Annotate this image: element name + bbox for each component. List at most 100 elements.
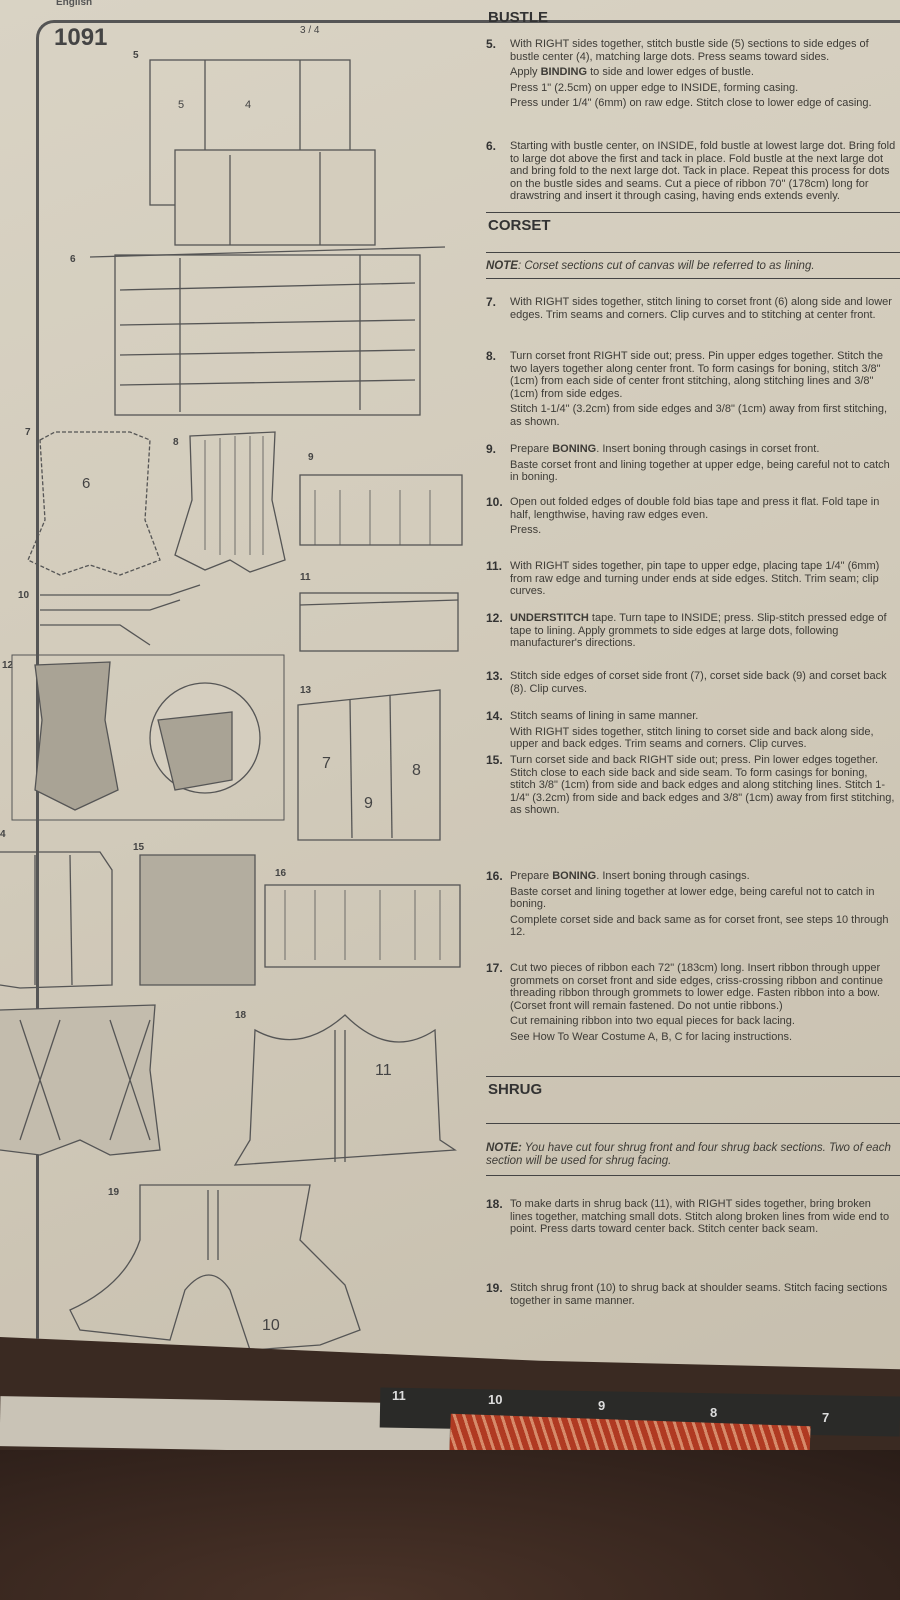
svg-text:12: 12	[2, 660, 14, 671]
step-number: 19.	[486, 1281, 503, 1295]
ruler-number: 10	[488, 1392, 503, 1407]
step-9: 9.Prepare BONING. Insert boning through …	[486, 443, 896, 487]
step-body: Starting with bustle center, on INSIDE, …	[510, 140, 896, 203]
step-paragraph: With RIGHT sides together, stitch bustle…	[510, 38, 896, 63]
lining-diagram	[0, 851, 113, 989]
step-19: 19. Stitch shrug front (10) to shrug back…	[486, 1282, 896, 1310]
background-surface	[0, 1450, 900, 1600]
svg-text:10: 10	[262, 1317, 280, 1334]
step-paragraph: Press 1" (2.5cm) on upper edge to INSIDE…	[510, 82, 896, 95]
turned-corset-diagram	[139, 854, 256, 986]
step-paragraph: Prepare BONING. Insert boning through ca…	[510, 870, 896, 883]
step-text: Stitch seams of lining in same manner.	[510, 710, 699, 722]
pattern-number: 1091	[54, 24, 108, 51]
step-text: Baste corset and lining together at lowe…	[510, 885, 875, 911]
step-text: Baste corset front and lining together a…	[510, 458, 890, 484]
divider	[486, 278, 900, 279]
step-number: 16.	[486, 869, 503, 883]
step-text: Press under 1/4" (6mm) on raw edge. Stit…	[510, 97, 872, 109]
step-16: 16. Prepare BONING. Insert boning through…	[486, 870, 896, 942]
step-body: Prepare BONING. Insert boning through ca…	[510, 443, 896, 484]
step-text: Press.	[510, 524, 542, 536]
emphasis-term: UNDERSTITCH	[510, 612, 589, 624]
ruler-number: 7	[822, 1410, 830, 1425]
svg-text:4: 4	[0, 829, 6, 840]
understitch-diagram	[34, 661, 119, 811]
bias-tape-diagram	[40, 584, 201, 646]
step-text: . Insert boning through casings in corse…	[596, 443, 820, 455]
step-number: 12.	[486, 611, 503, 625]
step-body: With RIGHT sides together, stitch lining…	[510, 296, 896, 321]
page-frame	[36, 20, 900, 1370]
step-text: Turn corset front RIGHT side out; press.…	[510, 350, 883, 400]
step-body: With RIGHT sides together, pin tape to u…	[510, 560, 896, 598]
step-paragraph: Cut remaining ribbon into two equal piec…	[510, 1015, 896, 1028]
svg-text:4: 4	[245, 99, 251, 111]
step-text: Stitch side edges of corset side front (…	[510, 670, 887, 695]
step-paragraph: Stitch side edges of corset side front (…	[510, 670, 896, 695]
svg-text:10: 10	[18, 590, 30, 601]
step-11: 11. With RIGHT sides together, pin tape t…	[486, 560, 896, 601]
step-body: Turn corset front RIGHT side out; press.…	[510, 350, 896, 428]
step-7: 7. With RIGHT sides together, stitch lini…	[486, 296, 896, 324]
step-paragraph: Turn corset front RIGHT side out; press.…	[510, 350, 896, 400]
step-number: 8.	[486, 349, 497, 363]
emphasis-term: BONING	[552, 443, 597, 455]
step-paragraph: Prepare BONING. Insert boning through ca…	[510, 443, 896, 456]
step-paragraph: Baste corset and lining together at lowe…	[510, 886, 896, 911]
step-body: With RIGHT sides together, stitch bustle…	[510, 38, 896, 110]
svg-text:16: 16	[275, 868, 287, 879]
step-17: 17.Cut two pieces of ribbon each 72" (18…	[486, 962, 896, 1046]
step-number: 11.	[486, 559, 503, 573]
step-paragraph: Baste corset front and lining together a…	[510, 459, 896, 484]
shrug-assembly-diagram	[69, 1184, 361, 1351]
divider	[486, 1175, 900, 1176]
section-heading: CORSET	[488, 217, 551, 234]
svg-text:7: 7	[25, 427, 31, 438]
step-8: 8. Turn corset front RIGHT side out; pres…	[486, 350, 896, 431]
divider	[486, 252, 900, 253]
step-text: Stitch 1-1/4" (3.2cm) from side edges an…	[510, 403, 888, 428]
step-body: UNDERSTITCH tape. Turn tape to INSIDE; p…	[510, 612, 896, 650]
step-6: 6.Starting with bustle center, on INSIDE…	[486, 140, 896, 206]
step-paragraph: Open out folded edges of double fold bia…	[510, 496, 896, 521]
step-paragraph: Cut two pieces of ribbon each 72" (183cm…	[510, 962, 896, 1012]
note-label: NOTE:	[486, 1142, 522, 1154]
step-body: Prepare BONING. Insert boning through ca…	[510, 870, 896, 939]
step-text: Turn corset side and back RIGHT side out…	[510, 754, 895, 816]
section-heading: BUSTLE	[488, 9, 548, 26]
step-10: 10.Open out folded edges of double fold …	[486, 496, 896, 540]
boned-back-diagram	[264, 884, 461, 968]
step-number: 18.	[486, 1197, 503, 1211]
step-15: 15.Turn corset side and back RIGHT side …	[486, 754, 896, 820]
step-paragraph: See How To Wear Costume A, B, C for laci…	[510, 1031, 896, 1044]
step-paragraph: With RIGHT sides together, stitch lining…	[510, 726, 896, 751]
note: NOTE: You have cut four shrug front and …	[486, 1142, 898, 1167]
svg-text:11: 11	[300, 572, 311, 583]
step-text: Complete corset side and back same as fo…	[510, 913, 889, 939]
step-text: . Insert boning through casings.	[596, 870, 750, 882]
step-paragraph: With RIGHT sides together, stitch lining…	[510, 296, 896, 321]
step-body: Stitch shrug front (10) to shrug back at…	[510, 1282, 896, 1307]
divider	[486, 212, 900, 213]
svg-text:11: 11	[375, 1062, 392, 1079]
svg-text:9: 9	[308, 452, 314, 463]
step-paragraph: Apply BINDING to side and lower edges of…	[510, 66, 896, 79]
svg-text:7: 7	[322, 755, 331, 772]
step-number: 7.	[486, 295, 497, 309]
step-12: 12. UNDERSTITCH tape. Turn tape to INSIDE…	[486, 612, 896, 653]
corset-side-back-diagram	[297, 689, 441, 841]
svg-text:8: 8	[173, 437, 179, 448]
step-body: Cut two pieces of ribbon each 72" (183cm…	[510, 962, 896, 1043]
note-text: You have cut four shrug front and four s…	[486, 1142, 891, 1167]
step-body: Turn corset side and back RIGHT side out…	[510, 754, 896, 817]
step-paragraph: Press.	[510, 524, 896, 537]
svg-text:6: 6	[70, 254, 76, 265]
step-body: Open out folded edges of double fold bia…	[510, 496, 896, 537]
step-paragraph: With RIGHT sides together, pin tape to u…	[510, 560, 896, 598]
step-text: See How To Wear Costume A, B, C for laci…	[510, 1030, 793, 1043]
step-14: 14.Stitch seams of lining in same manner…	[486, 710, 896, 754]
step-paragraph: Stitch seams of lining in same manner.	[510, 710, 896, 723]
step-13: 13.Stitch side edges of corset side fron…	[486, 670, 896, 698]
step-text: With RIGHT sides together, stitch bustle…	[510, 38, 869, 63]
